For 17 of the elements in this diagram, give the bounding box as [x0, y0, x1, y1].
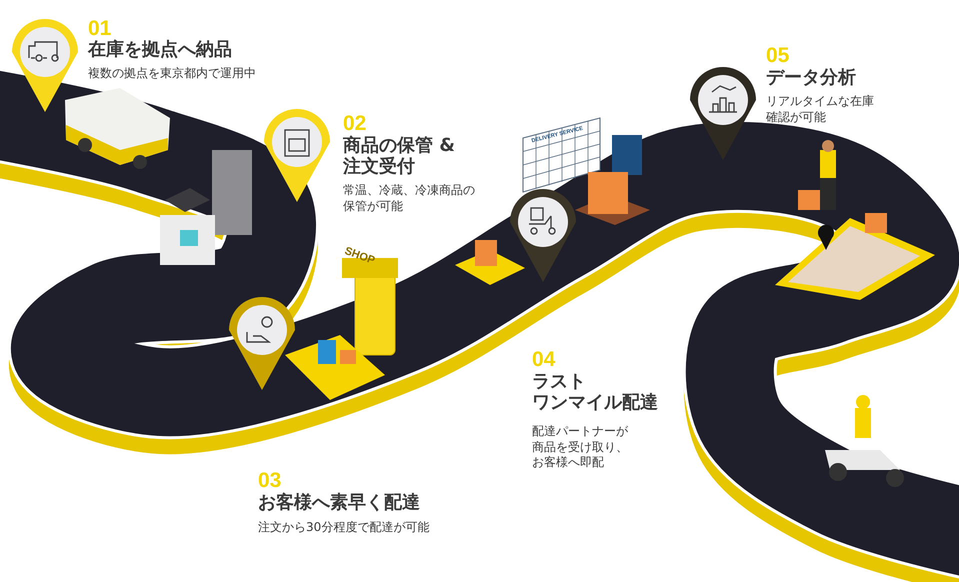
step-description: 常温、冷蔵、冷凍商品の保管が可能: [343, 183, 476, 214]
step-number: 03: [258, 469, 282, 492]
step-number: 01: [88, 17, 112, 40]
step-description: 注文から30分程度で配達が可能: [258, 520, 430, 536]
step-description: 配達パートナーが商品を受け取り、お客様へ即配: [532, 424, 629, 471]
step-title: ラスト: [532, 372, 586, 393]
step-title: 商品の保管 & 注文受付: [343, 136, 456, 178]
step-description: リアルタイムな在庫確認が可能: [766, 94, 875, 126]
step-description: 複数の拠点を東京都内で運用中: [88, 66, 256, 82]
step-number: 02: [343, 112, 366, 136]
step-title: お客様へ素早く配達: [258, 493, 420, 514]
step-number: 04: [532, 348, 556, 372]
step-title: データ分析: [766, 68, 856, 89]
step-number: 05: [766, 44, 790, 68]
step-title: 在庫を拠点へ納品: [88, 40, 232, 61]
step-title: ワンマイル配達: [532, 393, 658, 414]
sign-text: SHOP: [342, 245, 376, 268]
